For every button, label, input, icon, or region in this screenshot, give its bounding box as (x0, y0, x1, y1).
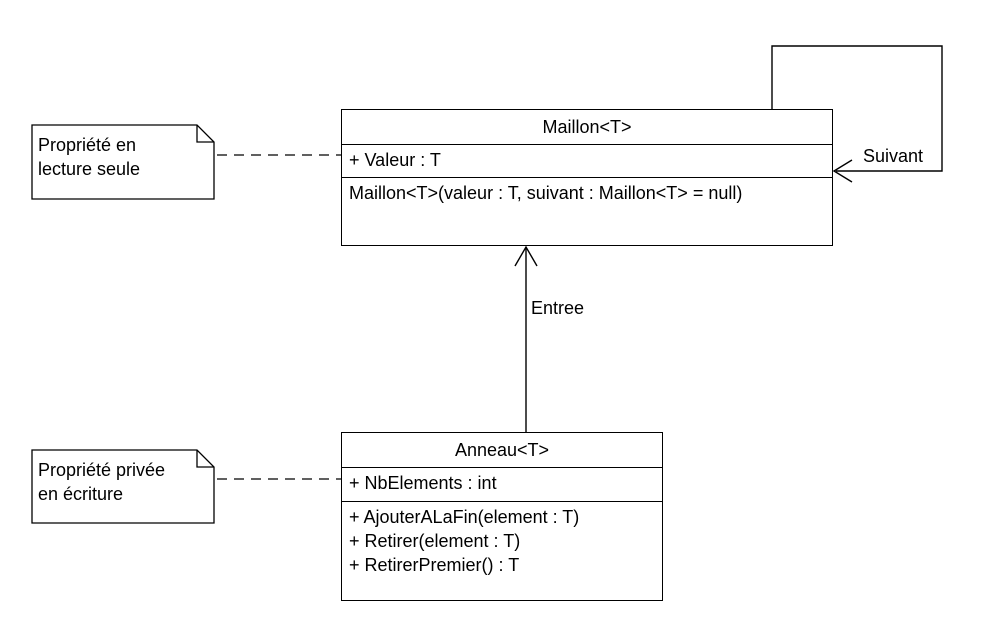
class-anneau-name: Anneau<T> (342, 433, 662, 468)
note-anneau-shape (31, 449, 215, 524)
operation: + AjouterALaFin(element : T) (349, 507, 580, 527)
association-suivant-line (771, 45, 943, 172)
class-maillon-name: Maillon<T> (342, 110, 832, 145)
association-entree-label: Entree (531, 298, 585, 318)
class-anneau[interactable]: Anneau<T> + NbElements : int + AjouterAL… (341, 432, 663, 601)
attribute: + Valeur : T (349, 150, 441, 170)
class-maillon-operations: Maillon<T>(valeur : T, suivant : Maillon… (342, 178, 832, 208)
note-maillon-text: Propriété en lecture seule (38, 135, 141, 179)
association-suivant-arrowhead (832, 159, 853, 183)
note-anneau-text: Propriété privée en écriture (38, 460, 166, 504)
operation: + Retirer(element : T) (349, 531, 521, 551)
operation: + RetirerPremier() : T (349, 555, 520, 575)
note-maillon: Propriété en lecture seule (32, 125, 214, 199)
class-anneau-attributes: + NbElements : int (342, 468, 662, 502)
class-maillon[interactable]: Maillon<T> + Valeur : T Maillon<T>(valeu… (341, 109, 833, 246)
association-entree-arrowhead (514, 245, 538, 267)
attribute: + NbElements : int (349, 473, 497, 493)
note-anneau: Propriété privée en écriture (32, 450, 214, 523)
association-suivant-label: Suivant (863, 146, 924, 166)
note-maillon-shape (31, 124, 215, 200)
class-anneau-operations: + AjouterALaFin(element : T) + Retirer(e… (342, 502, 662, 580)
operation: Maillon<T>(valeur : T, suivant : Maillon… (349, 183, 743, 203)
class-maillon-attributes: + Valeur : T (342, 145, 832, 178)
